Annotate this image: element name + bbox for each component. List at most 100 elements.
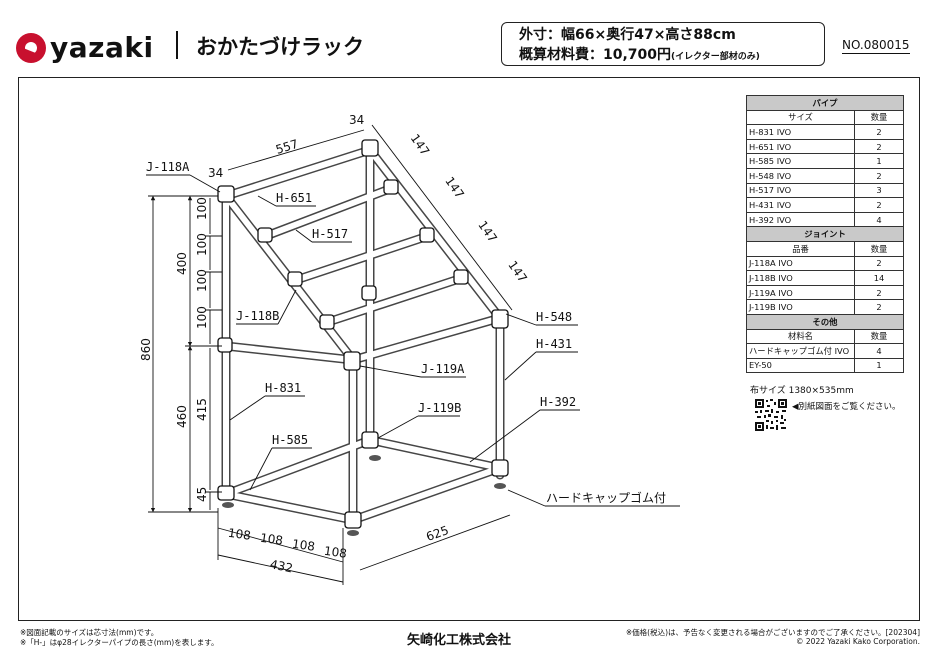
label-j118b: J-118B (236, 309, 279, 323)
col-header: 数量 (854, 240, 904, 257)
dim-432: 432 (269, 557, 294, 575)
cloth-size: 布サイズ 1380×535mm (750, 386, 854, 396)
company-name: 矢崎化工株式会社 (407, 633, 512, 648)
dim-147-4: 147 (505, 258, 530, 285)
col-header: 材料名 (746, 328, 855, 345)
dim-100-3: 100 (195, 269, 209, 292)
label-j118a: J-118A (146, 160, 190, 174)
copyright: © 2022 Yazaki Kako Corporation. (796, 637, 920, 646)
leader-lines (146, 174, 680, 507)
product-title: おかたづけラック (196, 35, 364, 59)
cell-qty: 1 (854, 357, 904, 374)
label-h651: H-651 (276, 191, 312, 205)
cell-name: J-118A IVO (746, 255, 855, 272)
document-number: NO.080015 (842, 38, 910, 54)
cell-name: J-118B IVO (746, 270, 855, 286)
joints (217, 139, 509, 529)
dim-34-left: 34 (208, 166, 223, 180)
rack-pipes (221, 145, 505, 525)
spec-cost: 概算材料費：10,700円 (519, 47, 672, 63)
cell-name: ハードキャップゴム付 IVO (746, 343, 855, 359)
logo-mark-icon (16, 32, 46, 63)
dim-100-1: 100 (195, 197, 209, 220)
cell-name: J-119A IVO (746, 284, 855, 301)
label-h392: H-392 (540, 395, 576, 409)
qr-note: ◀別紙図面をご覧ください。 (792, 402, 901, 412)
label-h517: H-517 (312, 227, 348, 241)
price-note: ※価格(税込)は、予告なく変更される場合がございますのでご了承ください。[202… (625, 628, 920, 637)
cell-name: H-431 IVO (746, 197, 855, 213)
dim-45: 45 (195, 487, 209, 502)
cell-qty: 3 (854, 182, 904, 199)
spec-box: 外寸：幅66×奥行47×高さ88cm 概算材料費：10,700円(イレクター部材… (501, 22, 825, 66)
dim-108-1: 108 (227, 526, 252, 543)
cell-name: J-119B IVO (746, 299, 855, 315)
cell-name: H-831 IVO (746, 124, 855, 140)
cell-qty: 4 (854, 343, 904, 359)
label-h831: H-831 (265, 381, 301, 395)
dim-100-4: 100 (195, 306, 209, 329)
logo-text: yazaki (50, 31, 154, 64)
cell-qty: 14 (854, 270, 904, 286)
dim-108-2: 108 (259, 531, 284, 548)
dim-147-3: 147 (475, 218, 500, 245)
qr-code-icon[interactable] (754, 398, 788, 432)
label-j119b: J-119B (418, 401, 461, 415)
dim-415: 415 (195, 398, 209, 421)
col-header: 品番 (746, 240, 855, 257)
section-pipe: パイプ (746, 95, 904, 111)
label-h585: H-585 (272, 433, 308, 447)
dim-108-3: 108 (291, 537, 316, 554)
section-joint: ジョイント (746, 226, 904, 242)
dim-100-2: 100 (195, 233, 209, 256)
cell-qty: 4 (854, 211, 904, 228)
section-other: その他 (746, 313, 904, 330)
dim-460: 460 (175, 405, 189, 428)
col-header: 数量 (854, 109, 904, 126)
cell-qty: 2 (854, 124, 904, 140)
dim-34-top: 34 (349, 113, 364, 127)
col-header: サイズ (746, 109, 855, 126)
dim-557: 557 (274, 137, 300, 157)
dim-400: 400 (175, 252, 189, 275)
dim-147-1: 147 (408, 131, 433, 158)
cell-qty: 2 (854, 197, 904, 213)
cell-qty: 2 (854, 299, 904, 315)
spec-cost-line: 概算材料費：10,700円(イレクター部材のみ) (519, 45, 824, 67)
drawing-frame (18, 77, 920, 621)
cell-qty: 1 (854, 153, 904, 169)
col-header: 数量 (854, 328, 904, 345)
rack-pipes-inner (223, 147, 503, 523)
dim-147-2: 147 (442, 174, 467, 201)
footer-note-2: ※「H-」はφ28イレクターパイプの長さ(mm)を表します。 (20, 638, 219, 647)
cell-qty: 2 (854, 255, 904, 272)
yazaki-logo: yazaki (16, 31, 154, 64)
label-h431: H-431 (536, 337, 572, 351)
dimension-lines (148, 124, 513, 585)
spec-size: 外寸：幅66×奥行47×高さ88cm (519, 27, 736, 43)
cell-qty: 2 (854, 167, 904, 184)
label-hard-cap: ハードキャップゴム付 (546, 490, 666, 505)
footer-note-1: ※図面記載のサイズは芯寸法(mm)です。 (20, 628, 159, 637)
label-h548: H-548 (536, 310, 572, 324)
caps (222, 455, 506, 536)
dim-108-4: 108 (323, 544, 348, 561)
cell-name: H-651 IVO (746, 138, 855, 155)
cell-name: H-548 IVO (746, 167, 855, 184)
cell-qty: 2 (854, 284, 904, 301)
spec-cost-note: (イレクター部材のみ) (671, 52, 760, 62)
